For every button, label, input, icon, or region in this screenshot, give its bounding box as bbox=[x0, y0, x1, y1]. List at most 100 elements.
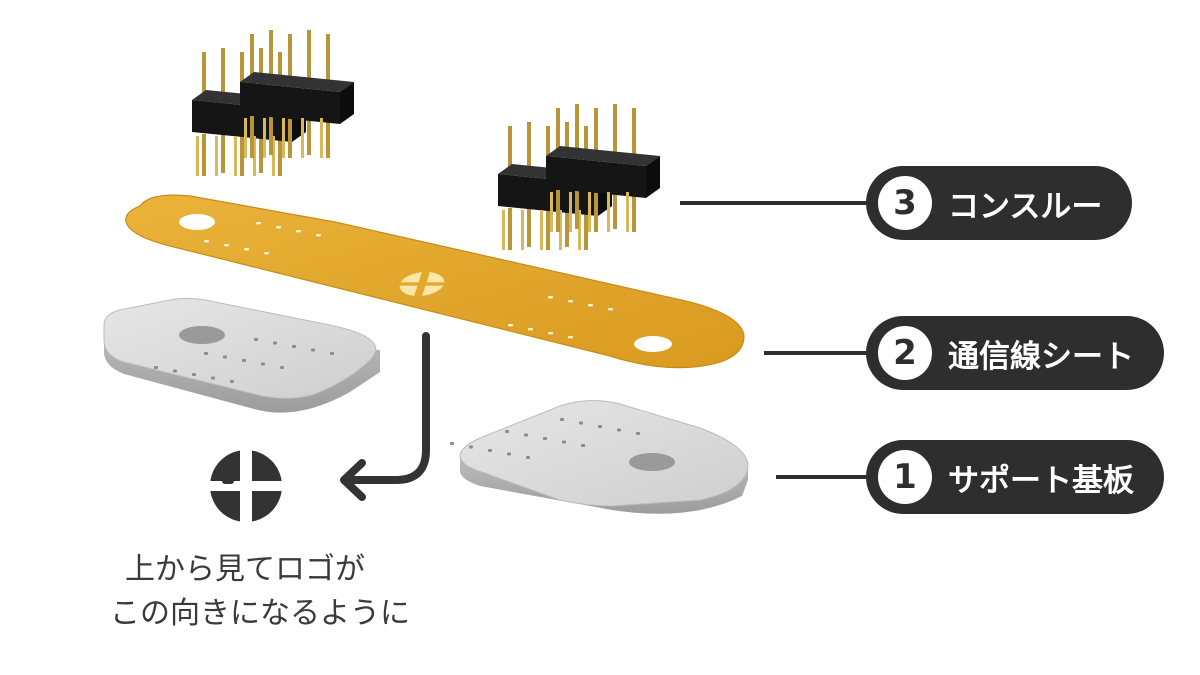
header-pin bbox=[594, 108, 598, 160]
header-pin bbox=[221, 48, 225, 100]
callout-support-board: 1 サポート基板 bbox=[866, 440, 1164, 514]
hole-dot bbox=[508, 324, 513, 327]
hole-dot bbox=[173, 369, 177, 373]
hole-dot bbox=[469, 445, 473, 449]
callout-number: 3 bbox=[878, 176, 932, 230]
header-pin bbox=[575, 190, 579, 229]
hole-dot bbox=[242, 359, 246, 362]
sheet-hole bbox=[179, 214, 215, 230]
header-pin bbox=[278, 134, 282, 176]
hole-dot bbox=[598, 425, 602, 428]
header-pin bbox=[253, 136, 256, 176]
support-plate-left bbox=[103, 297, 380, 413]
plate-hole bbox=[629, 453, 675, 471]
header-pin bbox=[250, 34, 254, 86]
sheet-hole bbox=[634, 336, 672, 352]
header-pin bbox=[527, 122, 531, 174]
header-pin bbox=[556, 190, 560, 232]
hole-dot bbox=[636, 432, 640, 435]
header-pin bbox=[508, 208, 512, 250]
header-pin bbox=[288, 34, 292, 86]
header-pin bbox=[559, 210, 562, 250]
header-pin bbox=[272, 136, 275, 176]
header-pin bbox=[202, 52, 206, 104]
header-pin bbox=[632, 190, 636, 232]
hole-dot bbox=[316, 234, 321, 237]
header-end bbox=[646, 156, 660, 198]
header-pin bbox=[613, 104, 617, 156]
header-pin bbox=[269, 30, 273, 82]
hole-dot bbox=[256, 222, 261, 225]
hole-dot bbox=[548, 332, 553, 335]
note-line: 上から見てロゴが bbox=[125, 552, 365, 587]
callout-label: サポート基板 bbox=[948, 462, 1134, 499]
sheet-logo-icon bbox=[399, 271, 445, 297]
note-line: この向きになるように bbox=[110, 596, 410, 631]
hole-dot bbox=[192, 373, 196, 376]
hole-dot bbox=[581, 444, 585, 447]
header-pin bbox=[259, 134, 263, 173]
header-pin bbox=[584, 208, 588, 250]
header-pin bbox=[282, 118, 285, 158]
header-pin bbox=[240, 134, 244, 176]
hole-dot bbox=[617, 428, 621, 432]
header-body bbox=[240, 82, 340, 124]
header-end bbox=[340, 82, 354, 124]
plate-hole bbox=[179, 326, 225, 344]
callout-label: 通信線シート bbox=[948, 338, 1134, 375]
header-pin bbox=[202, 134, 206, 176]
hole-dot bbox=[296, 230, 301, 233]
hole-dot bbox=[264, 252, 269, 255]
hole-dot bbox=[211, 376, 215, 380]
hole-dot bbox=[292, 345, 296, 348]
header-pin bbox=[578, 210, 581, 250]
hole-dot bbox=[254, 338, 258, 341]
hole-dot bbox=[528, 328, 533, 331]
hole-dot bbox=[273, 341, 277, 345]
header-pin bbox=[550, 192, 553, 232]
header-pin bbox=[607, 192, 610, 232]
hole-dot bbox=[204, 240, 209, 243]
hole-dot bbox=[524, 433, 528, 437]
header-pin bbox=[215, 136, 218, 176]
header-pin bbox=[527, 208, 531, 247]
hole-dot bbox=[450, 442, 454, 445]
header-pin bbox=[540, 210, 543, 250]
hole-dot bbox=[154, 366, 158, 369]
header-pin bbox=[508, 126, 512, 178]
header-pin bbox=[588, 192, 591, 232]
communication-sheet bbox=[125, 194, 745, 369]
header-pin bbox=[263, 118, 266, 158]
hole-dot bbox=[330, 352, 334, 355]
hole-dot bbox=[568, 336, 573, 339]
orientation-note: 上から見てロゴが この向きになるように bbox=[110, 548, 410, 636]
header-pin bbox=[301, 118, 304, 158]
header-pin bbox=[320, 118, 323, 158]
hole-dot bbox=[568, 300, 573, 303]
hole-dot bbox=[579, 421, 583, 425]
header-pin bbox=[502, 210, 505, 250]
hole-dot bbox=[560, 418, 564, 421]
header-pin bbox=[565, 208, 569, 247]
header-pin bbox=[326, 116, 330, 158]
callout-label: コンスルー bbox=[948, 188, 1103, 225]
curved-arrow-icon bbox=[340, 332, 430, 501]
header-pin bbox=[626, 192, 629, 232]
callout-number: 2 bbox=[878, 326, 932, 380]
header-pin bbox=[613, 190, 617, 229]
header-pin bbox=[288, 116, 292, 158]
hole-dot bbox=[244, 248, 249, 251]
hole-dot bbox=[588, 304, 593, 307]
header-pin bbox=[234, 136, 237, 176]
hole-dot bbox=[223, 355, 227, 359]
callout-number: 1 bbox=[878, 450, 932, 504]
hole-dot bbox=[608, 308, 613, 311]
header-pin bbox=[196, 136, 199, 176]
hole-dot bbox=[261, 362, 265, 366]
callout-communication-sheet: 2 通信線シート bbox=[866, 316, 1164, 390]
header-pin bbox=[221, 134, 225, 173]
hole-dot bbox=[224, 244, 229, 247]
header-pin bbox=[632, 108, 636, 160]
header-pin bbox=[307, 30, 311, 82]
